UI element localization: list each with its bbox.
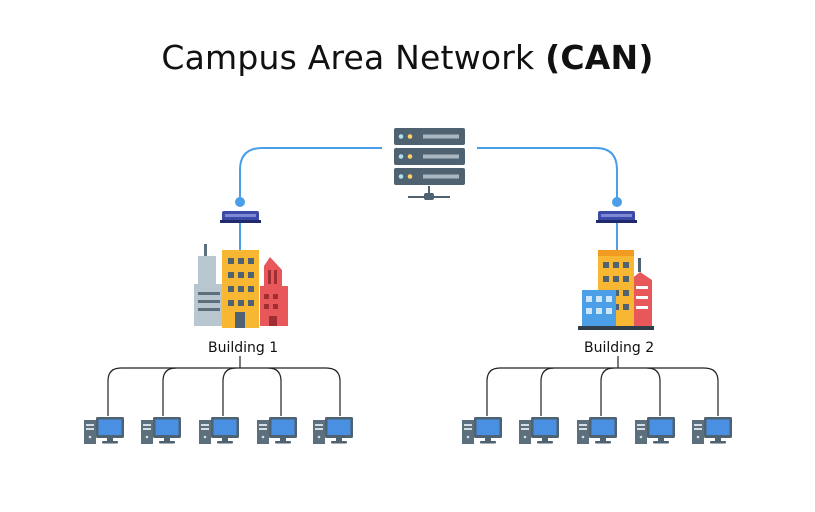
lan-tree-building-1 [107, 356, 341, 416]
computer-icon [257, 417, 297, 444]
computer-icon [577, 417, 617, 444]
building-2-label: Building 2 [584, 340, 655, 356]
diagram-title: Campus Area Network (CAN) [0, 38, 815, 77]
building-icon [194, 244, 288, 328]
server-unit [394, 168, 465, 185]
computer-icon [635, 417, 675, 444]
computer-icon [313, 417, 353, 444]
server-icon [394, 128, 465, 200]
computer-icon [692, 417, 732, 444]
server-uplinks [239, 147, 618, 201]
building-1-label: Building 1 [208, 340, 279, 356]
computers-building-2 [462, 417, 732, 444]
title-main: Campus Area Network [161, 38, 535, 77]
computers-building-1 [84, 417, 353, 444]
building-icon [578, 250, 654, 330]
switch-icon [596, 211, 637, 223]
switch-icon [220, 211, 261, 223]
uplink-dot-right [612, 197, 622, 207]
computer-icon [84, 417, 124, 444]
title-abbr: (CAN) [545, 38, 654, 77]
server-unit [394, 148, 465, 165]
uplink-left [239, 147, 382, 201]
computer-icon [519, 417, 559, 444]
computer-icon [462, 417, 502, 444]
uplink-dot-left [235, 197, 245, 207]
lan-tree-building-2 [486, 356, 719, 416]
server-unit [394, 128, 465, 145]
computer-icon [141, 417, 181, 444]
uplink-right [477, 147, 618, 201]
computer-icon [199, 417, 239, 444]
